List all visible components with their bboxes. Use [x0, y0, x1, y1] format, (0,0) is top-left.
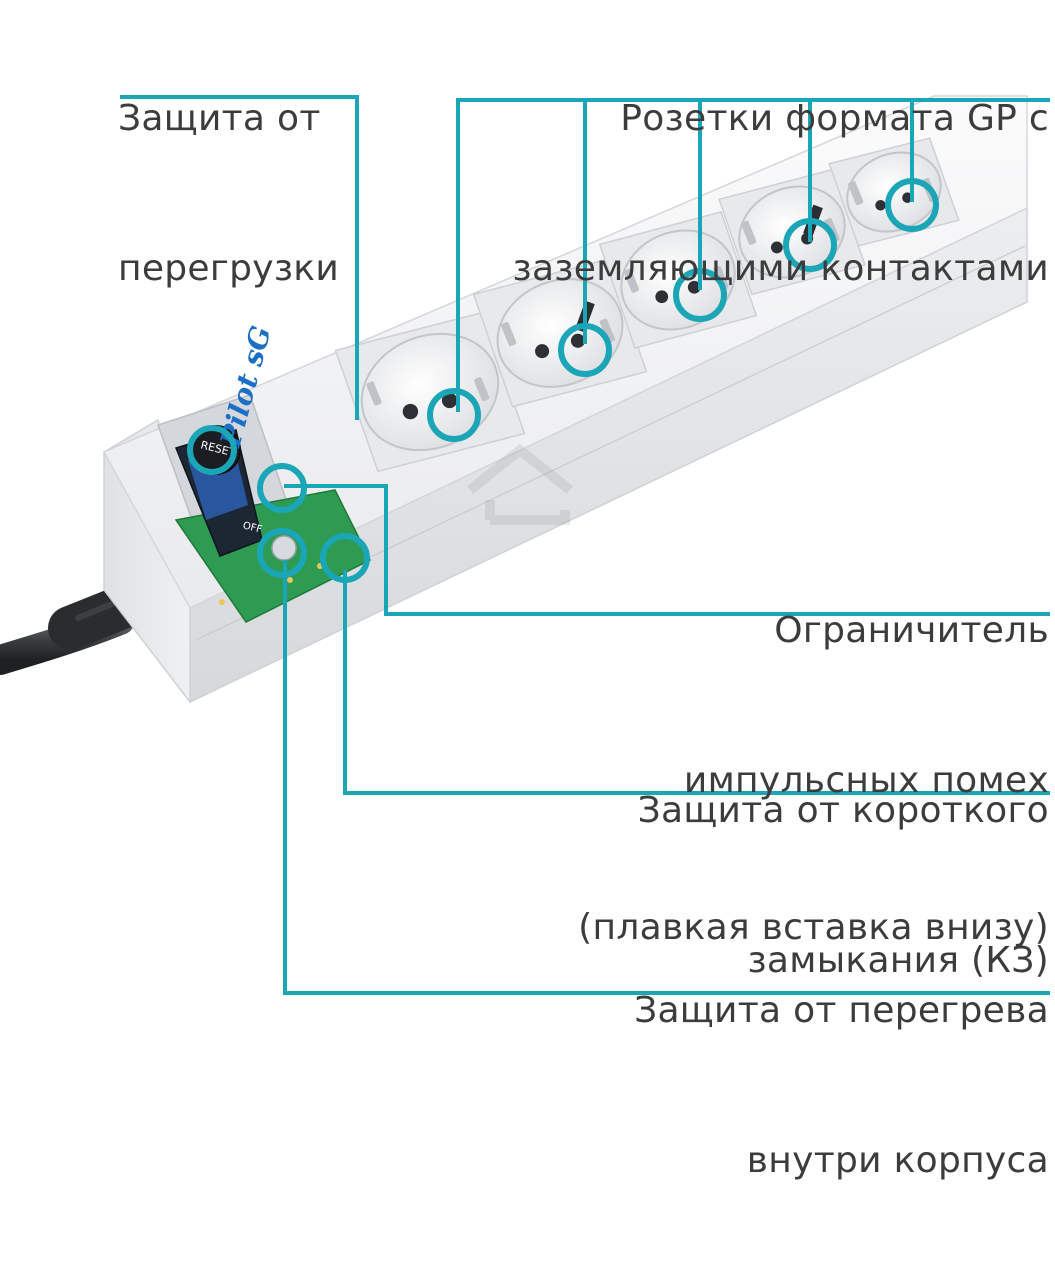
- surge-leader-line: [284, 484, 1050, 616]
- socket-ring-1: [427, 388, 481, 442]
- overload-label: Защита от перегрузки: [118, 0, 339, 394]
- short-circuit-label: Защита от короткого замыкания (КЗ): [638, 686, 1049, 1086]
- sockets-label: Розетки формата GP с заземляющими контак…: [513, 0, 1050, 394]
- short-circuit-note: (плавкая вставка внизу): [578, 803, 1049, 1053]
- short-circuit-note-text: (плавкая вставка внизу): [578, 907, 1049, 948]
- leader-lines: [120, 95, 1050, 995]
- overheat-label-line1: Защита от перегрева: [634, 990, 1049, 1031]
- short-circuit-label-line2: замыкания (КЗ): [747, 940, 1049, 981]
- surge-label-line1: Ограничитель: [774, 610, 1049, 651]
- socket-ring-2: [558, 323, 612, 377]
- socket-ring-3: [673, 268, 727, 322]
- socket-1: [334, 311, 526, 473]
- overheat-label-line2: внутри корпуса: [746, 1140, 1049, 1181]
- off-label: OFF: [242, 520, 264, 535]
- socket-ring-5: [885, 178, 939, 232]
- overload-ring: [187, 425, 237, 475]
- short-circuit-label-line1: Защита от короткого: [637, 790, 1049, 831]
- highlight-rings: [187, 178, 939, 583]
- sockets-label-line1: Розетки формата GP с: [620, 98, 1049, 139]
- surge-label-line2: импульсных помех: [683, 760, 1049, 801]
- watermark: [466, 443, 574, 525]
- overload-label-line1: Защита от: [118, 98, 321, 139]
- overheat-leader-line: [283, 560, 1050, 995]
- diagram: RESET OFF Pilot sG: [0, 0, 1050, 1181]
- surge-ring: [257, 463, 307, 513]
- surge-label: Ограничитель импульсных помех: [684, 506, 1049, 906]
- sockets-leader-line: [456, 98, 1050, 412]
- power-strip-illustration: RESET OFF Pilot sG: [0, 95, 1050, 995]
- short-circuit-leader-line: [343, 570, 1050, 795]
- short-circuit-ring: [320, 533, 370, 583]
- overload-label-line2: перегрузки: [118, 248, 340, 289]
- overload-leader-line: [120, 95, 359, 420]
- sockets-label-line2: заземляющими контактами: [512, 248, 1049, 289]
- overheat-ring: [257, 528, 307, 578]
- socket-ring-4: [783, 218, 837, 272]
- overheat-label: Защита от перегрева внутри корпуса: [634, 886, 1049, 1286]
